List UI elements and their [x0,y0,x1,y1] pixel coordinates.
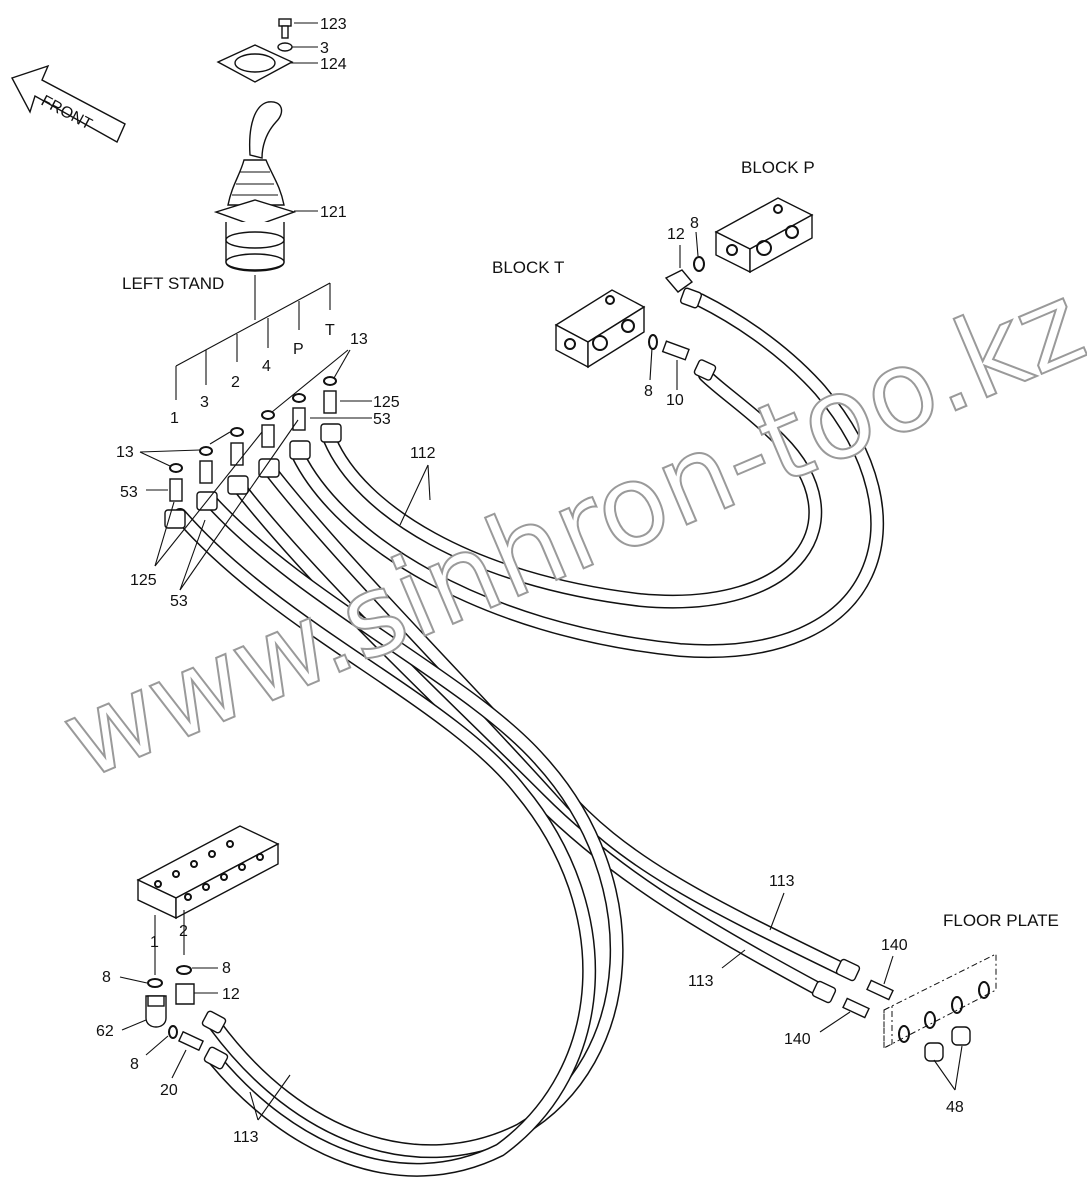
callout-140-top: 140 [881,937,908,954]
callout-8-block-p: 8 [690,215,699,232]
port-leader-lines [175,275,331,400]
callout-12-lower: 12 [222,986,240,1003]
front-arrow-icon: FRONT [10,64,126,143]
callout-113-bottom: 113 [233,1129,259,1146]
callout-8-lower-left: 8 [102,969,111,986]
callout-53-left: 53 [120,484,138,501]
callout-13-left: 13 [116,444,134,461]
callout-123: 123 [320,16,347,33]
callout-113-mid: 113 [688,973,714,990]
callout-53-bottom: 53 [170,593,188,610]
hose-group [173,293,885,1177]
callout-8-lower-right: 8 [222,960,231,977]
diagram-labels: LEFT STAND BLOCK P BLOCK T FLOOR PLATE 1… [96,16,1059,1146]
port-label-3: 3 [200,394,209,411]
callout-125-right: 125 [373,394,400,411]
port-label-4: 4 [262,358,271,375]
callout-62: 62 [96,1023,114,1040]
joystick-assembly [213,18,297,272]
callout-125-left: 125 [130,572,157,589]
port-label-t: T [325,322,335,339]
lower-block [136,825,280,1070]
callout-12-block-p: 12 [667,226,685,243]
callout-48: 48 [946,1099,964,1116]
title-floor-plate: FLOOR PLATE [943,911,1059,930]
block-p [664,197,814,381]
callout-8-block-t: 8 [644,383,653,400]
callout-leaders [119,22,963,1121]
port-label-1: 1 [170,410,179,427]
block-t [554,289,690,369]
callout-112: 112 [410,445,436,462]
callout-53-right: 53 [373,411,391,428]
callout-8-lower-bottom: 8 [130,1056,139,1073]
callout-140-bottom: 140 [784,1031,811,1048]
title-block-t: BLOCK T [492,258,564,277]
callout-124: 124 [320,56,347,73]
title-left-stand: LEFT STAND [122,274,224,293]
port-label-p: P [293,341,304,358]
callout-121: 121 [320,204,347,221]
block-port-label-2: 2 [179,923,188,940]
callout-13-right: 13 [350,331,368,348]
stand-fittings [164,376,342,529]
port-label-2: 2 [231,374,240,391]
block-port-label-1: 1 [150,934,159,951]
callout-113-top: 113 [769,873,795,890]
callout-3: 3 [320,40,329,57]
title-block-p: BLOCK P [741,158,815,177]
floor-plate [811,953,997,1062]
callout-20: 20 [160,1082,178,1099]
callout-10: 10 [666,392,684,409]
